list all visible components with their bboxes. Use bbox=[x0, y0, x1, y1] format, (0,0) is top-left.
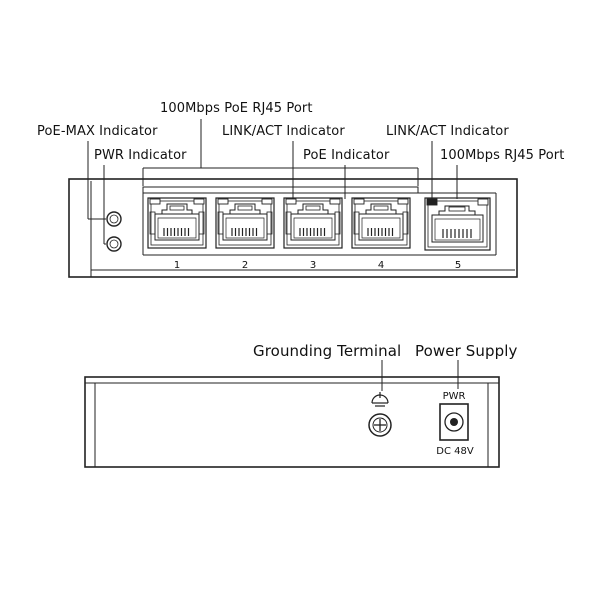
grounding-screw-icon bbox=[368, 413, 392, 437]
rj45-port-2-icon bbox=[215, 197, 275, 249]
pwr-text: PWR bbox=[443, 391, 466, 402]
rj45-port-1-icon bbox=[147, 197, 207, 249]
pwr-led-icon bbox=[106, 236, 122, 252]
dc-power-jack-icon bbox=[439, 403, 469, 441]
front-callouts bbox=[87, 119, 458, 245]
dc-voltage-text: DC 48V bbox=[436, 446, 474, 457]
label-pwr-indicator: PWR Indicator bbox=[94, 148, 187, 163]
port-number-5: 5 bbox=[455, 260, 461, 271]
poe-max-led-icon bbox=[106, 211, 122, 227]
ground-symbol-icon bbox=[371, 392, 389, 407]
label-uplink-port: 100Mbps RJ45 Port bbox=[440, 148, 565, 163]
port-number-2: 2 bbox=[242, 260, 248, 271]
label-poe-indicator: PoE Indicator bbox=[303, 148, 390, 163]
label-grounding-terminal: Grounding Terminal bbox=[253, 342, 402, 360]
label-poe-port: 100Mbps PoE RJ45 Port bbox=[160, 101, 313, 116]
port-number-3: 3 bbox=[310, 260, 316, 271]
rear-panel: PWR DC 48V bbox=[84, 376, 500, 468]
label-poe-max-indicator: PoE-MAX Indicator bbox=[37, 124, 158, 139]
label-power-supply: Power Supply bbox=[415, 342, 518, 360]
port-number-4: 4 bbox=[378, 260, 384, 271]
rj45-port-4-icon bbox=[351, 197, 411, 249]
port-number-1: 1 bbox=[174, 260, 180, 271]
rear-callouts bbox=[381, 360, 459, 391]
label-link-act-poe: LINK/ACT Indicator bbox=[222, 124, 345, 139]
rj45-port-3-icon bbox=[283, 197, 343, 249]
label-link-act-uplink: LINK/ACT Indicator bbox=[386, 124, 509, 139]
